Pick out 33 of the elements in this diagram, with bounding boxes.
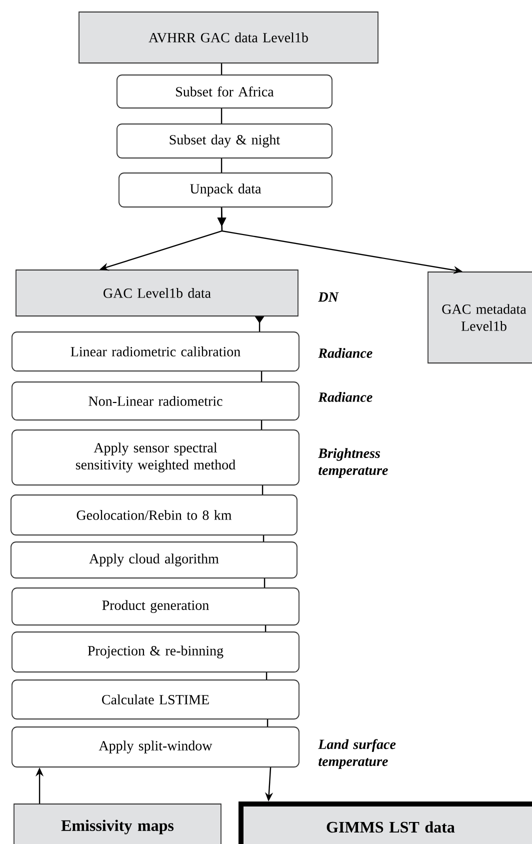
output-label: Brightness temperature <box>318 448 388 478</box>
output-label: DN <box>318 292 339 302</box>
connector <box>264 625 266 632</box>
output-label: Land surface temperature <box>318 739 396 769</box>
connector <box>262 485 264 495</box>
output-label: Radiance <box>318 392 372 402</box>
data-box: GAC metadata Level1b <box>428 272 532 364</box>
process-box: Apply cloud algorithm <box>10 542 298 578</box>
process-box: Non-Linear radiometric <box>12 382 300 420</box>
process-box: Apply split-window <box>12 726 300 768</box>
connector <box>220 108 222 124</box>
process-box: Projection & re-binning <box>12 632 300 672</box>
data-box: AVHRR GAC data Level1b <box>78 12 378 64</box>
process-box: Subset for Africa <box>116 74 332 108</box>
connector <box>266 672 268 680</box>
connector <box>262 535 264 542</box>
process-box: Linear radiometric calibration <box>12 332 300 372</box>
data-box: GAC Level1b data <box>16 270 298 316</box>
connector <box>220 63 222 75</box>
process-box: Calculate LSTIME <box>12 680 300 720</box>
data-box: Emissivity maps <box>14 804 222 844</box>
process-box: Subset day & night <box>116 124 332 158</box>
connector <box>260 371 262 382</box>
process-box: Geolocation/Rebin to 8 km <box>10 494 298 536</box>
output-label: Radiance <box>318 348 372 358</box>
process-box: Unpack data <box>118 172 332 208</box>
connector <box>260 420 262 430</box>
connector <box>264 578 266 588</box>
process-box: Apply sensor spectral sensitivity weighted method <box>12 430 300 486</box>
process-box: Product generation <box>12 588 300 626</box>
output-box: GIMMS LST data <box>238 802 532 844</box>
connector <box>266 719 268 727</box>
connector <box>220 158 222 173</box>
